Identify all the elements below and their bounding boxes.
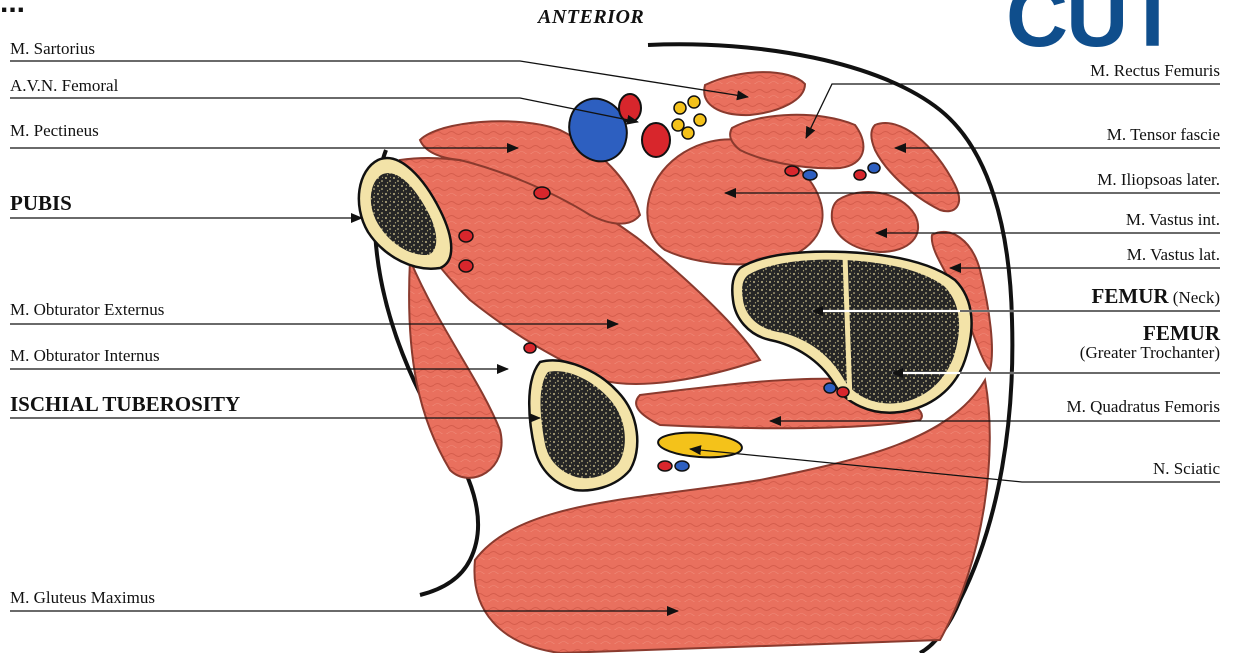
vessel-pectineus [534,187,550,199]
label-vastus-int: M. Vastus int. [1126,210,1220,230]
femoral-nerve-5 [682,127,694,139]
label-femur-trochanter-title: FEMUR [1080,323,1220,343]
vastus-int-muscle [832,192,918,252]
femoral-artery-b [642,123,670,157]
label-obturator-externus: M. Obturator Externus [10,300,164,320]
label-femur-trochanter: FEMUR (Greater Trochanter) [1080,323,1220,363]
femoral-nerve-4 [694,114,706,126]
label-quadratus-femoris: M. Quadratus Femoris [1067,397,1220,417]
femoral-nerve-1 [674,102,686,114]
label-pectineus: M. Pectineus [10,121,99,141]
label-rectus-femoris: M. Rectus Femuris [1090,61,1220,81]
vessel-obturator-2 [459,260,473,272]
label-gluteus-maximus: M. Gluteus Maximus [10,588,155,608]
leader-sartorius [10,61,748,97]
label-femur-trochanter-sub: (Greater Trochanter) [1080,343,1220,363]
vessel-quadratus-b [837,387,849,397]
label-obturator-internus: M. Obturator Internus [10,346,160,366]
orientation-label: ANTERIOR [538,6,644,29]
label-femur-neck: FEMUR (Neck) [1092,286,1220,308]
label-pubis: PUBIS [10,193,72,213]
femoral-nerve-2 [688,96,700,108]
label-tensor-fascie: M. Tensor fascie [1107,125,1220,145]
vessel-pair-1b [803,170,817,180]
label-sartorius: M. Sartorius [10,39,95,59]
vessel-sciatic-b [675,461,689,471]
label-vastus-lat: M. Vastus lat. [1127,245,1220,265]
sciatic-nerve [657,430,742,460]
femoral-nerve-3 [672,119,684,131]
vessel-pair-1a [785,166,799,176]
vessel-internus [524,343,536,353]
brand-logo-text: CUT [1006,0,1177,60]
label-femur-neck-title: FEMUR [1092,284,1169,308]
femoral-artery-a [619,94,641,122]
label-ischial-tuberosity: ISCHIAL TUBEROSITY [10,394,240,414]
vessel-quadratus-a [824,383,836,393]
vessel-obturator-1 [459,230,473,242]
vessel-sciatic-a [658,461,672,471]
label-sciatic: N. Sciatic [1153,459,1220,479]
label-iliopsoas: M. Iliopsoas later. [1097,170,1220,190]
label-femur-neck-sub: (Neck) [1173,288,1220,307]
sartorius-muscle [704,72,805,115]
corner-fragment: ... [0,0,25,20]
vessel-pair-2b [868,163,880,173]
vessel-pair-2a [854,170,866,180]
label-avn-femoral: A.V.N. Femoral [10,76,118,96]
leader-avn-femoral [10,98,638,122]
